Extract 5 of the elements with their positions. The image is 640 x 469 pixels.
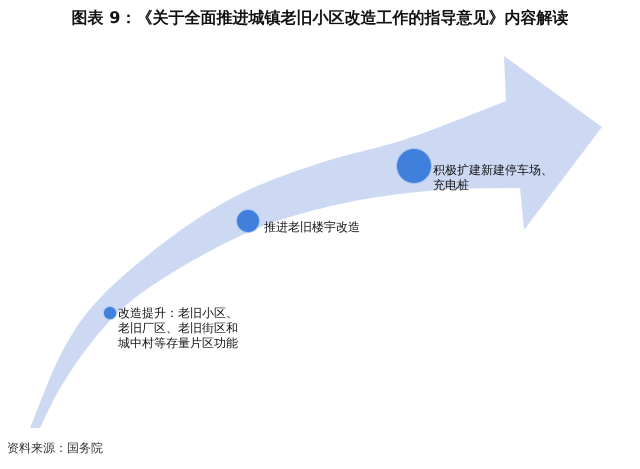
chart-title: 图表 9：《关于全面推进城镇老旧小区改造工作的指导意见》内容解读 [70, 8, 570, 29]
item-text: 推进老旧楼宇改造 [264, 220, 360, 235]
item-text: 积极扩建新建停车场、充电桩 [433, 163, 554, 193]
source-note: 资料来源：国务院 [7, 440, 103, 457]
item-text: 改造提升：老旧小区、老旧厂区、老旧街区和城中村等存量片区功能 [118, 306, 239, 351]
